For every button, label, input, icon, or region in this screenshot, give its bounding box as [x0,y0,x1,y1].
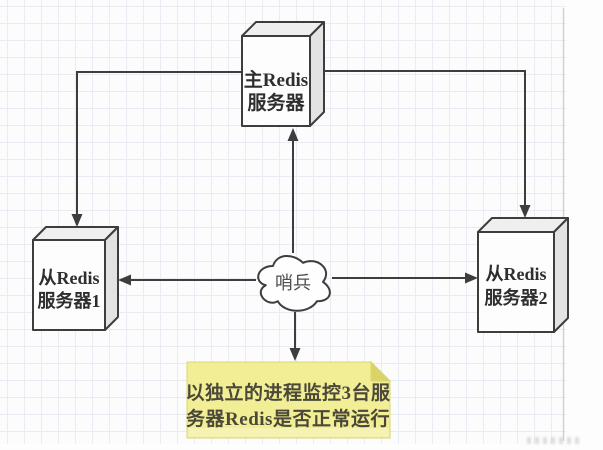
edge-master-to-slave1 [76,71,243,216]
slave1-label-line2: 服务器1 [38,290,101,311]
slave1-cube-side-face [104,226,119,331]
arrowhead-left-slave1 [118,274,131,286]
arrowhead-down-note [289,348,301,361]
slave2-label-line1: 从Redis [485,264,546,284]
note-shape [186,361,391,439]
arrowheads-layer [71,128,531,361]
slave1-cube-front-face [32,239,106,331]
arrowhead-right-slave2 [465,272,478,284]
master-label-line1: 主Redis [244,69,308,91]
slave1-cube-top-face [32,226,119,241]
slave2-cube-top-face [477,217,569,233]
note-bottom-fade [188,428,389,437]
master-label-line2: 服务器 [247,91,305,114]
sentinel-label: 哨兵 [275,273,311,293]
node-sentinel-cloud[interactable]: 哨兵 [257,255,331,312]
slave1-label-line1: 从Redis [38,268,99,288]
master-cube-side-face [309,21,325,127]
note-text-line1: 以独立的进程监控3台服 [185,381,391,404]
node-master-redis[interactable]: 主Redis 服务器 [241,21,325,127]
slave2-cube-side-face [553,217,569,333]
arrowhead-up-master [287,128,299,141]
watermark-remnant [527,437,583,444]
node-note[interactable]: 以独立的进程监控3台服 务器Redis是否正常运行 [185,360,392,439]
arrowhead-down-slave2 [519,205,531,218]
note-fold-corner [370,360,392,382]
page-margin-bottom [0,444,603,450]
slave2-cube-front-face [477,231,555,333]
note-text-line2: 务器Redis是否正常运行 [186,407,390,430]
arrowhead-down-slave1 [71,214,83,227]
node-slave-redis-1[interactable]: 从Redis 服务器1 [32,226,119,331]
master-cube-front-face [241,35,311,127]
edges-layer [76,70,526,350]
page-margin-right [566,0,603,450]
edge-master-to-slave2 [323,70,526,207]
slave2-label-line2: 服务器2 [485,287,548,308]
node-slave-redis-2[interactable]: 从Redis 服务器2 [477,217,569,333]
cloud-shape [257,255,331,312]
